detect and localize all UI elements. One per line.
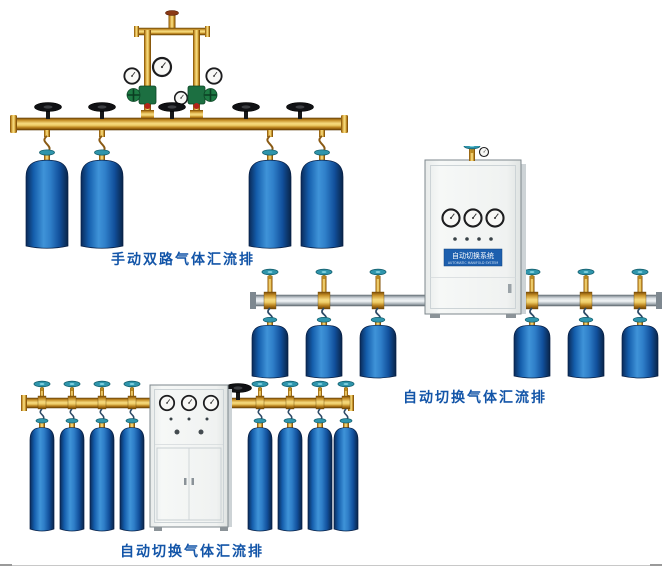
valve-handle-icon	[311, 380, 329, 392]
valve-handle-icon	[631, 268, 649, 280]
cylinder-valve-station	[315, 268, 333, 322]
gas-cylinder	[359, 317, 397, 379]
gas-cylinder	[251, 317, 289, 379]
pressure-gauge-icon	[180, 394, 198, 412]
pressure-gauge-icon	[441, 208, 461, 228]
valve-handle-icon	[463, 146, 481, 154]
valve-handle-icon	[33, 380, 51, 392]
pressure-regulator-right	[187, 85, 218, 109]
cabinet-door-handle	[191, 478, 194, 485]
pipe-handwheels	[34, 102, 314, 120]
gas-cylinder	[59, 418, 85, 532]
caption-manual-dual-manifold: 手动双路气体汇流排	[111, 252, 255, 268]
gas-cylinder	[333, 418, 359, 532]
cabinet-door-handle	[184, 478, 187, 485]
gas-cylinder	[513, 317, 551, 379]
cylinder-valve-station	[261, 268, 279, 322]
gas-cylinder	[29, 418, 55, 532]
pressure-regulator-left	[126, 85, 157, 109]
cylinder-valve-station	[523, 268, 541, 322]
gas-cylinders	[251, 317, 659, 379]
cabinet-label-plate	[443, 248, 503, 267]
handwheel-icon	[158, 102, 186, 120]
valve-handle-icon	[337, 380, 355, 392]
pressure-gauge-icon	[173, 90, 189, 106]
valve-handle-icon	[281, 380, 299, 392]
gas-cylinder	[119, 418, 145, 532]
gas-cylinder	[277, 418, 303, 532]
handwheel-icon	[88, 102, 116, 120]
cabinet-label-subtext: AUTOMATIC MANIFOLD SYSTEM	[448, 261, 499, 265]
pressure-gauge-icon	[158, 394, 176, 412]
gas-cylinder	[25, 149, 69, 249]
pressure-gauge-icon	[205, 67, 223, 85]
handwheel-icon	[34, 102, 62, 120]
valve-handle-icon	[63, 380, 81, 392]
cylinder-valve-station	[631, 268, 649, 322]
valve-handle-icon	[93, 380, 111, 392]
valve-stations	[261, 268, 649, 322]
caption-auto-switch-manifold-b: 自动切换气体汇流排	[120, 544, 264, 560]
gas-cylinder	[621, 317, 659, 379]
table-border-line	[4, 565, 658, 566]
auto-switch-manifold-image: 自动切换系统 AUTOMATIC MANIFOLD SYSTEM	[250, 146, 662, 379]
pressure-gauge-icon	[151, 56, 173, 78]
cabinet-inlet-pipe	[463, 146, 490, 161]
gas-cylinder	[567, 317, 605, 379]
main-manifold-pipe	[10, 110, 348, 133]
valve-handle-icon	[123, 380, 141, 392]
manual-dual-manifold-image	[10, 10, 348, 249]
valve-handle-icon	[369, 268, 387, 280]
valve-handle-icon	[523, 268, 541, 280]
handwheel-icon	[286, 102, 314, 120]
valve-handle-icon	[261, 268, 279, 280]
gas-cylinder	[305, 317, 343, 379]
control-cabinet	[149, 384, 232, 531]
caption-auto-switch-manifold-a: 自动切换气体汇流排	[403, 390, 547, 406]
top-manifold-assembly	[123, 10, 223, 122]
pressure-gauge-icon	[463, 208, 483, 228]
top-valve-handle-icon	[165, 10, 179, 16]
table-border-tick-right	[650, 564, 662, 566]
valve-handle-icon	[577, 268, 595, 280]
valve-handle-icon	[251, 380, 269, 392]
cabinet-door-handle	[508, 284, 512, 293]
valve-handle-icon	[315, 268, 333, 280]
valve-stations	[33, 380, 355, 422]
cylinder-valve-station	[577, 268, 595, 322]
cabinet-label-text: 自动切换系统	[452, 251, 494, 260]
auto-switch-cabinet-manifold-image	[21, 380, 359, 532]
pressure-gauge-icon	[123, 67, 141, 85]
cylinder-valve-station	[369, 268, 387, 322]
gas-cylinder	[80, 149, 124, 249]
control-cabinet: 自动切换系统 AUTOMATIC MANIFOLD SYSTEM	[424, 159, 526, 318]
handwheel-icon	[232, 102, 260, 120]
gas-cylinder	[307, 418, 333, 532]
pressure-gauge-icon	[478, 146, 490, 158]
gas-cylinder	[247, 418, 273, 532]
pressure-gauge-icon	[202, 394, 220, 412]
pressure-gauge-icon	[485, 208, 505, 228]
table-border-tick-left	[0, 564, 12, 566]
gas-cylinder	[89, 418, 115, 532]
